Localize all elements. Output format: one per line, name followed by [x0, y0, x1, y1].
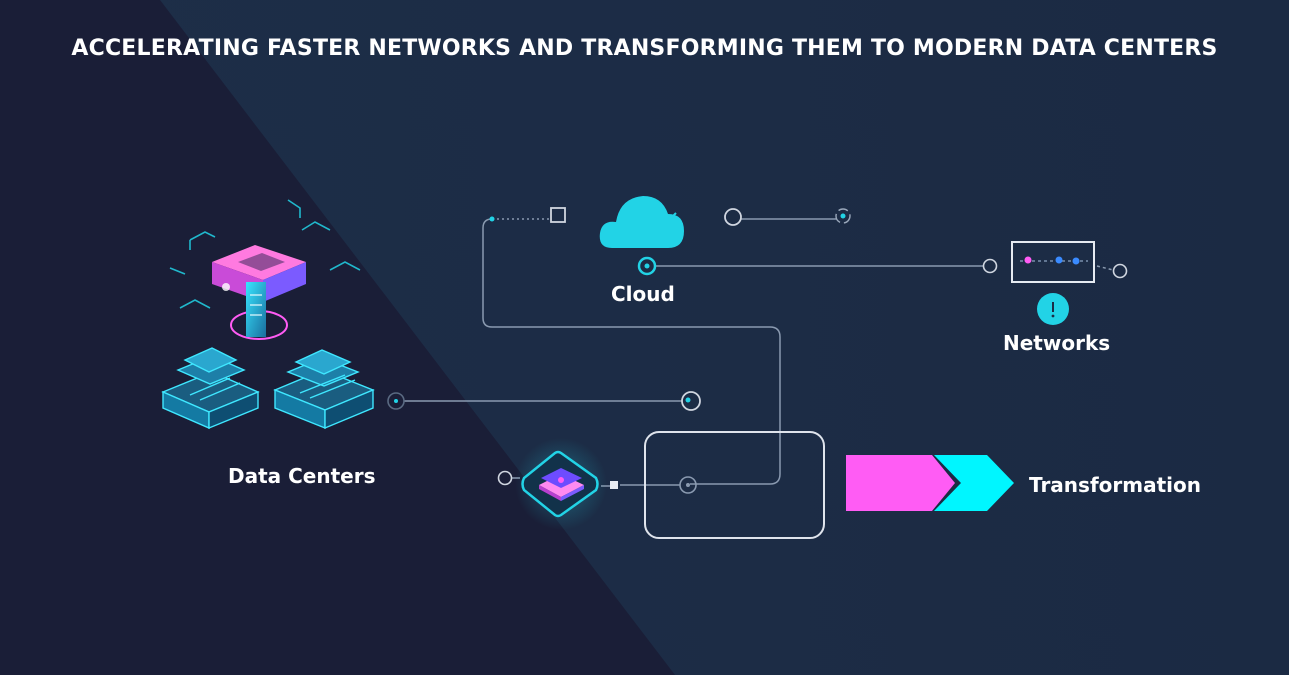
endpoint-nodes — [387, 207, 1128, 494]
endpoint-dot — [685, 397, 691, 403]
endpoint-ring — [835, 208, 851, 224]
endpoint-dot — [394, 399, 398, 403]
connectors — [404, 218, 1114, 487]
endpoint-square — [610, 481, 618, 489]
cloud-icon — [599, 196, 684, 248]
endpoint-ring — [387, 392, 405, 410]
transformation-frame — [644, 431, 825, 539]
page-title: ACCELERATING FASTER NETWORKS AND TRANSFO… — [71, 36, 1218, 61]
endpoint-dot — [644, 263, 650, 269]
endpoint-ring — [982, 258, 998, 274]
transformation-label: Transformation — [1029, 473, 1201, 497]
connector-networks-right — [1096, 265, 1114, 271]
endpoint-ring — [497, 470, 513, 486]
chevron-cyan — [934, 455, 1014, 511]
endpoint-ring — [724, 208, 742, 226]
connector-top-loop — [482, 218, 781, 485]
chip-icon — [515, 438, 607, 530]
server-rack-icon — [161, 199, 375, 430]
endpoint-dot — [489, 216, 495, 222]
data-centers-label: Data Centers — [228, 464, 376, 488]
endpoint-ring — [681, 391, 701, 411]
endpoint-ring — [679, 476, 697, 494]
background-left-diagonal — [0, 0, 675, 675]
endpoint-dot — [686, 483, 690, 487]
cloud-label: Cloud — [611, 282, 675, 306]
endpoint-square — [550, 207, 566, 223]
endpoint-ring — [1112, 263, 1128, 279]
chevron-magenta — [846, 455, 955, 511]
chevron-arrow-icon — [846, 455, 1014, 511]
network-switch-icon — [1011, 241, 1095, 325]
networks-label: Networks — [1003, 331, 1111, 355]
endpoint-dot — [840, 213, 846, 219]
